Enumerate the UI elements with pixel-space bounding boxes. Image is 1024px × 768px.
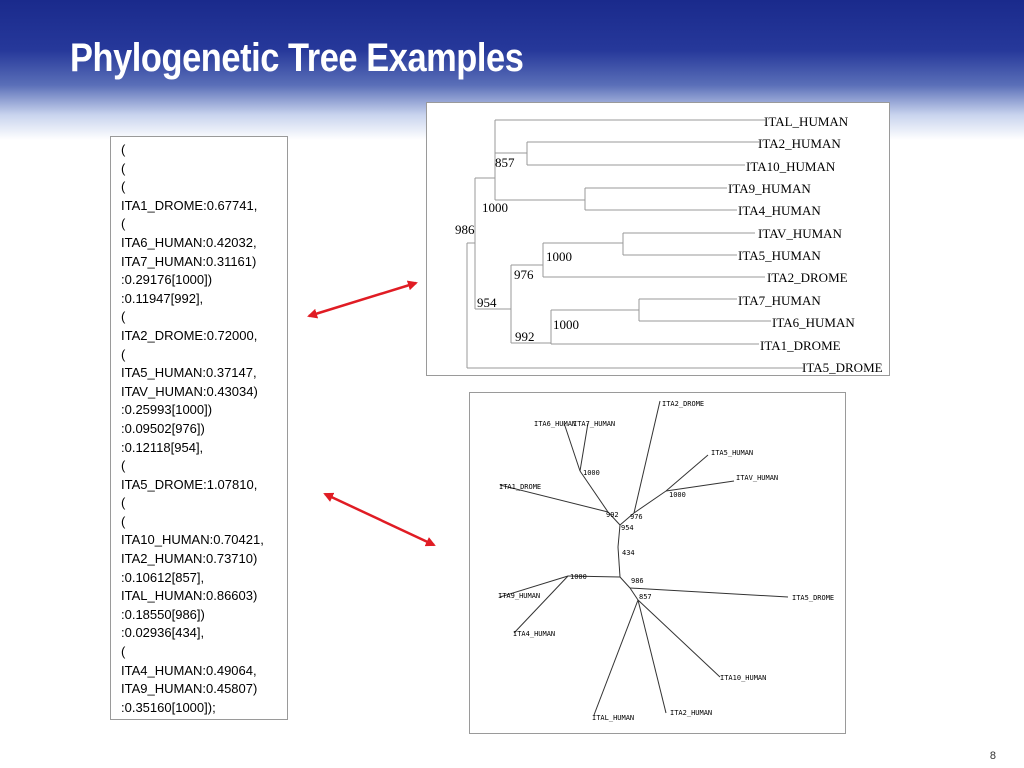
rooted-tree-branches xyxy=(466,119,803,369)
leaf-label: ITA5_DROME xyxy=(802,360,883,375)
newick-line: :0.35160[1000]); xyxy=(121,699,216,715)
unrooted-tree-panel: ITA2_DROME ITA6_HUMAN ITA7_HUMAN ITA5_HU… xyxy=(469,392,846,734)
newick-line: :0.02936[434], xyxy=(121,625,205,641)
page-number: 8 xyxy=(989,750,996,762)
newick-line: :0.10612[857], xyxy=(121,569,205,585)
newick-line: :0.18550[986]) xyxy=(121,606,205,622)
newick-line: ( xyxy=(121,142,126,157)
unrooted-tree-bootstrap-values: 1000 1000 992 976 954 434 1000 986 857 xyxy=(570,469,686,601)
leaf-label: ITA7_HUMAN xyxy=(573,420,615,428)
newick-line: ITA5_DROME:1.07810, xyxy=(121,476,258,492)
rooted-tree-svg: ITAL_HUMAN ITA2_HUMAN ITA10_HUMAN ITA9_H… xyxy=(455,114,883,375)
newick-line: ( xyxy=(121,458,126,474)
newick-line: ITAV_HUMAN:0.43034) xyxy=(121,383,258,399)
bootstrap-value: 857 xyxy=(495,155,515,170)
leaf-label: ITA5_HUMAN xyxy=(711,449,753,457)
bootstrap-value: 992 xyxy=(606,511,619,519)
leaf-label: ITA4_HUMAN xyxy=(738,203,821,218)
newick-line: :0.09502[976]) xyxy=(121,420,205,436)
leaf-label: ITA9_HUMAN xyxy=(498,592,540,600)
newick-line: ITA1_DROME:0.67741, xyxy=(121,197,258,213)
slide-title: Phylogenetic Tree Examples xyxy=(70,36,524,80)
newick-line: ITA2_DROME:0.72000, xyxy=(121,327,258,343)
bootstrap-value: 986 xyxy=(631,577,644,585)
leaf-label: ITA2_DROME xyxy=(662,400,704,408)
newick-line: :0.11947[992], xyxy=(121,290,204,306)
newick-line: :0.12118[954], xyxy=(121,439,204,455)
bootstrap-value: 1000 xyxy=(669,491,686,499)
bootstrap-value: 1000 xyxy=(482,200,508,215)
bootstrap-value: 1000 xyxy=(553,317,579,332)
bootstrap-value: 1000 xyxy=(583,469,600,477)
rooted-tree-leaf-labels: ITAL_HUMAN ITA2_HUMAN ITA10_HUMAN ITA9_H… xyxy=(728,114,883,375)
newick-line: ( xyxy=(121,346,126,362)
leaf-label: ITAV_HUMAN xyxy=(736,474,778,482)
leaf-label: ITA10_HUMAN xyxy=(720,674,766,682)
leaf-label: ITA1_DROME xyxy=(760,338,841,353)
leaf-label: ITAL_HUMAN xyxy=(764,114,849,129)
bootstrap-value: 1000 xyxy=(570,573,587,581)
leaf-label: ITA6_HUMAN xyxy=(772,315,855,330)
newick-line: ( xyxy=(121,309,126,325)
leaf-label: ITAV_HUMAN xyxy=(758,226,843,241)
leaf-label: ITA1_DROME xyxy=(499,483,541,491)
newick-line: ( xyxy=(121,160,126,176)
rooted-tree-panel: ITAL_HUMAN ITA2_HUMAN ITA10_HUMAN ITA9_H… xyxy=(426,102,890,376)
newick-text-box: ( ( ( ITA1_DROME:0.67741, ( ITA6_HUMAN:0.4203… xyxy=(110,136,288,720)
newick-line: :0.25993[1000]) xyxy=(121,402,213,418)
unrooted-tree-leaf-labels: ITA2_DROME ITA6_HUMAN ITA7_HUMAN ITA5_HU… xyxy=(498,400,834,722)
bootstrap-value: 1000 xyxy=(546,249,572,264)
leaf-label: ITA7_HUMAN xyxy=(738,293,821,308)
leaf-label: ITA5_HUMAN xyxy=(738,248,821,263)
leaf-label: ITA2_HUMAN xyxy=(758,136,841,151)
newick-line: ITA5_HUMAN:0.37147, xyxy=(121,365,257,381)
newick-line: ( xyxy=(121,179,126,195)
leaf-label: ITA10_HUMAN xyxy=(746,159,836,174)
newick-line: ITA2_HUMAN:0.73710) xyxy=(121,551,258,567)
newick-line: ITA9_HUMAN:0.45807) xyxy=(121,681,258,697)
bootstrap-value: 954 xyxy=(621,524,634,532)
bootstrap-value: 992 xyxy=(515,329,535,344)
leaf-label: ITA2_HUMAN xyxy=(670,709,712,717)
bootstrap-value: 434 xyxy=(622,549,635,557)
newick-line: ( xyxy=(121,216,126,232)
double-arrow-to-rooted-tree xyxy=(307,280,418,319)
newick-line: :0.29176[1000]) xyxy=(121,272,213,288)
leaf-label: ITA6_HUMAN xyxy=(534,420,576,428)
leaf-label: ITA5_DROME xyxy=(792,594,834,602)
bootstrap-value: 954 xyxy=(477,295,497,310)
newick-line: ( xyxy=(121,513,126,529)
bootstrap-value: 976 xyxy=(630,513,643,521)
double-arrow-to-unrooted-tree xyxy=(323,492,436,547)
leaf-label: ITA9_HUMAN xyxy=(728,181,811,196)
newick-line: ITA4_HUMAN:0.49064, xyxy=(121,662,257,678)
leaf-label: ITA2_DROME xyxy=(767,270,848,285)
unrooted-tree-svg: ITA2_DROME ITA6_HUMAN ITA7_HUMAN ITA5_HU… xyxy=(498,400,834,722)
newick-line: ITAL_HUMAN:0.86603) xyxy=(121,588,258,604)
rooted-tree-bootstrap-values: 857 1000 986 1000 976 954 1000 992 xyxy=(455,155,579,344)
newick-line: ITA7_HUMAN:0.31161) xyxy=(121,253,257,269)
bootstrap-value: 857 xyxy=(639,593,652,601)
bootstrap-value: 986 xyxy=(455,222,475,237)
leaf-label: ITAL_HUMAN xyxy=(592,714,634,722)
newick-line: ( xyxy=(121,495,126,511)
newick-line: ITA6_HUMAN:0.42032, xyxy=(121,234,257,250)
unrooted-tree-branches xyxy=(499,400,789,716)
newick-line: ( xyxy=(121,644,126,660)
bootstrap-value: 976 xyxy=(514,267,534,282)
leaf-label: ITA4_HUMAN xyxy=(513,630,555,638)
newick-line: ITA10_HUMAN:0.70421, xyxy=(121,532,264,548)
